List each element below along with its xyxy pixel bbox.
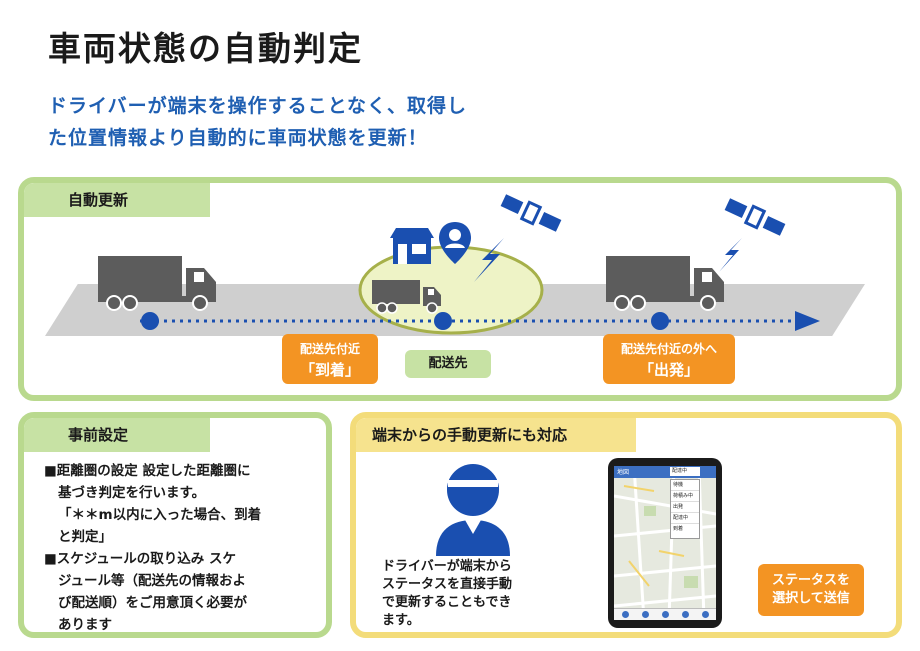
status-menu: 待機 荷積み中 出発 配達中 到着: [670, 479, 700, 539]
status-menu-item[interactable]: 待機: [671, 480, 699, 491]
route-line: [140, 311, 820, 331]
page-subtitle: ドライバーが端末を操作することなく、取得し た位置情報より自動的に車両状態を更新…: [48, 90, 608, 154]
driver-icon: [436, 464, 510, 556]
select-status-label: ステータスを 選択して送信: [758, 564, 864, 616]
depart-label-small: 配送先付近の外へ: [620, 342, 717, 356]
pre-settings-line: と判定」: [58, 529, 112, 545]
pre-settings-line: あります: [58, 617, 112, 633]
pre-settings-text: ■距離圏の設定 設定した距離圏に 基づき判定を行います。 「＊＊m以内に入った場…: [44, 460, 328, 636]
manual-description-line: ドライバーが端末から: [382, 559, 512, 574]
subtitle-line-2: た位置情報より自動的に車両状態を更新！: [48, 127, 428, 149]
manual-update-tab: 端末からの手動更新にも対応: [356, 418, 636, 452]
tablet-bottom-bar: [614, 608, 716, 620]
manual-description-line: で更新することもでき: [382, 595, 512, 610]
status-menu-item[interactable]: 出発: [671, 502, 699, 513]
select-status-line2: 選択して送信: [772, 591, 850, 606]
pre-settings-line: び配送順）をご用意頂く必要が: [58, 595, 247, 611]
tablet-screen: 地図 配達中 待機 荷積み中 出発 配達中 到着: [614, 466, 716, 620]
route-point-destination: [434, 312, 452, 330]
store-icon: [390, 228, 434, 264]
depart-label: 配送先付近の外へ 「出発」: [603, 334, 735, 384]
arrive-label-big: 「到着」: [299, 361, 360, 379]
nav-icon[interactable]: [622, 611, 629, 618]
page-title: 車両状態の自動判定: [48, 29, 363, 68]
route-point-depart: [651, 312, 669, 330]
manual-description-line: ステータスを直接手動: [382, 577, 513, 592]
truck-left-icon: [98, 256, 216, 311]
satellite-icon-center: [500, 192, 562, 234]
status-dropdown[interactable]: 配達中: [670, 467, 700, 476]
satellite-icon-right: [724, 196, 786, 238]
pre-settings-line: ■距離圏の設定 設定した距離圏に: [44, 463, 251, 479]
pre-settings-line: ジュール等（配送先の情報およ: [58, 573, 247, 589]
manual-description: ドライバーが端末から ステータスを直接手動 で更新することもでき ます。: [382, 558, 582, 630]
signal-icon-center: [474, 238, 504, 282]
auto-update-tab: 自動更新: [24, 183, 210, 217]
map-background: [614, 466, 716, 620]
tablet-device: 地図 配達中 待機 荷積み中 出発 配達中 到着: [608, 458, 722, 628]
truck-right-icon: [606, 256, 724, 311]
status-menu-item[interactable]: 配達中: [671, 513, 699, 524]
nav-icon[interactable]: [642, 611, 649, 618]
pre-settings-tab: 事前設定: [24, 418, 210, 452]
manual-update-panel: 端末からの手動更新にも対応 ドライバーが端末から ステータスを直接手動 で更新す…: [350, 412, 902, 638]
status-menu-item[interactable]: 到着: [673, 526, 684, 532]
pre-settings-line: 基づき判定を行います。: [58, 485, 206, 501]
tablet-header-bar: [614, 466, 716, 478]
manual-description-line: ます。: [382, 613, 420, 628]
subtitle-line-1: ドライバーが端末を操作することなく、取得し: [48, 95, 468, 117]
status-menu-item[interactable]: 荷積み中: [671, 491, 699, 502]
select-status-line1: ステータスを: [771, 573, 850, 588]
truck-center-icon: [372, 280, 441, 314]
nav-icon[interactable]: [662, 611, 669, 618]
tablet-map-tab[interactable]: 地図: [617, 469, 630, 476]
pre-settings-line: 「＊＊m以内に入った場合、到着: [58, 507, 262, 523]
nav-icon[interactable]: [682, 611, 689, 618]
arrive-label-small: 配送先付近: [299, 342, 360, 356]
pre-settings-line: ■スケジュールの取り込み スケ: [44, 551, 237, 567]
destination-label: 配送先: [405, 350, 491, 378]
route-point-start: [141, 312, 159, 330]
nav-icon[interactable]: [702, 611, 709, 618]
signal-icon-right: [719, 238, 742, 272]
person-pin-icon: [439, 222, 471, 264]
pre-settings-panel: 事前設定 ■距離圏の設定 設定した距離圏に 基づき判定を行います。 「＊＊m以内…: [18, 412, 332, 638]
arrive-label: 配送先付近 「到着」: [282, 334, 378, 384]
depart-label-big: 「出発」: [638, 361, 699, 379]
